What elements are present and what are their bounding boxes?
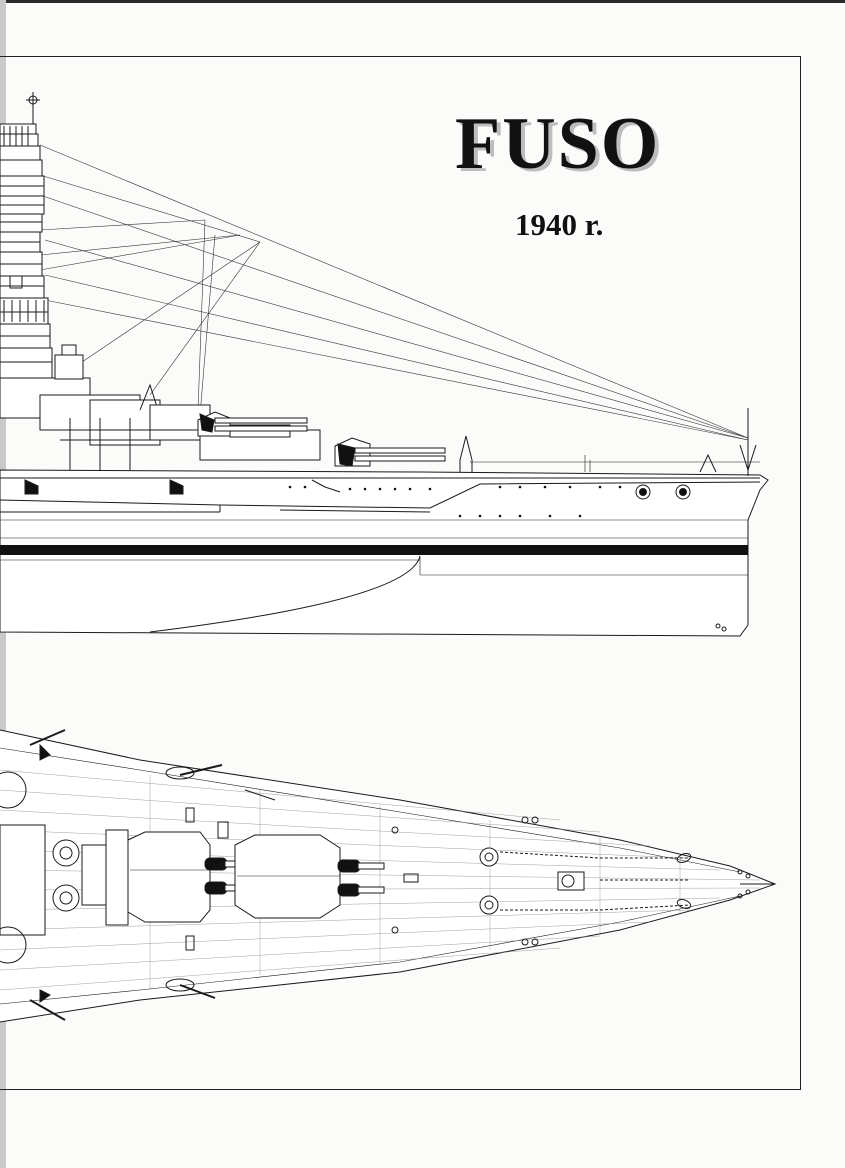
drawing-year: 1940 r. [515,207,604,242]
side-sponsons [29,729,276,1021]
side-profile-view [0,92,769,637]
main-turret-3 [197,411,308,437]
bridge-plan [0,771,129,964]
pagoda-mast [0,92,53,379]
page-top-edge [0,0,845,3]
plate-frame [0,56,801,1090]
rigging-lines [39,144,749,441]
hull [0,408,769,637]
plan-view [0,729,777,1023]
forecastle-fittings [185,807,775,951]
plan-turret-1 [234,834,419,919]
main-turret-2 [334,437,446,467]
ship-name-title: FUSO [455,103,661,185]
